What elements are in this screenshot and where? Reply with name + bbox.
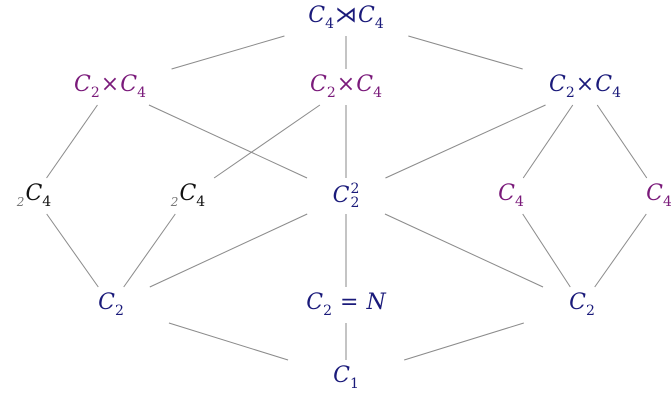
- node-subscript: 2: [565, 85, 575, 101]
- node-d: C4: [498, 181, 524, 210]
- node-operator: ×: [336, 72, 356, 97]
- node-base-second: C: [356, 72, 374, 97]
- node-subscript-second: 4: [612, 85, 621, 101]
- node-lowR: C2: [569, 290, 595, 319]
- node-subscript: 4: [42, 194, 52, 210]
- node-operator: ×: [575, 72, 595, 97]
- node-subscript-second: 4: [373, 85, 382, 101]
- edge-c-lowR: [384, 213, 544, 288]
- node-base: C: [549, 72, 566, 97]
- node-l1: C2×C4: [74, 72, 146, 101]
- edge-b-lowL: [123, 213, 176, 288]
- node-prefix: 2: [170, 195, 179, 209]
- edge-top-l1: [171, 35, 285, 70]
- node-m1: C2×C4: [310, 72, 382, 101]
- node-base: C: [98, 290, 115, 315]
- node-subscript: 2: [90, 85, 100, 101]
- node-base: C: [569, 290, 586, 315]
- node-bottom: C1: [333, 363, 359, 392]
- edge-r1-d: [522, 104, 574, 179]
- node-base: C: [332, 183, 350, 208]
- node-operator: ⋊: [335, 3, 357, 28]
- node-superscript: 2: [350, 181, 360, 197]
- node-subscript-second: 4: [137, 85, 146, 101]
- node-subscript: 2: [585, 303, 595, 319]
- node-subscript: 4: [325, 16, 334, 32]
- node-operator: =: [340, 290, 359, 315]
- node-operator: ×: [100, 72, 120, 97]
- node-subscript: 4: [514, 194, 524, 210]
- edge-e-lowR: [594, 213, 647, 288]
- node-subscript: 4: [662, 194, 671, 210]
- node-r1: C2×C4: [549, 72, 621, 101]
- edge-l1-a: [46, 104, 98, 179]
- node-base: C: [498, 181, 515, 206]
- edge-lowR-bottom: [404, 322, 524, 361]
- node-subscript: 1: [349, 376, 359, 392]
- node-subscript: 2: [114, 303, 124, 319]
- node-base: C: [308, 3, 326, 28]
- node-base: C: [74, 72, 91, 97]
- node-base: C: [25, 181, 43, 206]
- node-base-second: C: [595, 72, 613, 97]
- edge-top-r1: [408, 35, 523, 70]
- edge-a-lowL: [46, 213, 99, 288]
- node-base-second: N: [366, 290, 386, 315]
- node-lowM: C2 = N: [306, 290, 386, 319]
- node-subscript: 4: [196, 194, 206, 210]
- node-base: C: [179, 181, 197, 206]
- node-base-second: C: [120, 72, 138, 97]
- node-base: C: [333, 363, 350, 388]
- node-lowL: C2: [98, 290, 124, 319]
- edge-d-lowR: [522, 213, 571, 288]
- node-base-second: C: [358, 3, 375, 28]
- edge-r1-c: [385, 104, 546, 179]
- node-subscript: 2: [350, 195, 360, 211]
- node-subscript-second: 4: [374, 16, 384, 32]
- node-subscript: 2: [323, 303, 333, 319]
- node-b: 2C4: [170, 181, 206, 210]
- edge-r1-e: [596, 104, 648, 179]
- node-top: C4⋊C4: [308, 3, 384, 32]
- node-prefix: 2: [16, 195, 25, 209]
- edge-c-lowL: [149, 213, 308, 288]
- node-base: C: [306, 290, 324, 315]
- edge-l1-c: [148, 104, 308, 179]
- node-e: C4: [646, 181, 671, 210]
- node-a: 2C4: [16, 181, 52, 210]
- edge-m1-b: [213, 104, 321, 179]
- node-subscript: 2: [326, 85, 336, 101]
- node-base: C: [310, 72, 327, 97]
- edge-lowL-bottom: [168, 322, 289, 361]
- node-base: C: [646, 181, 663, 206]
